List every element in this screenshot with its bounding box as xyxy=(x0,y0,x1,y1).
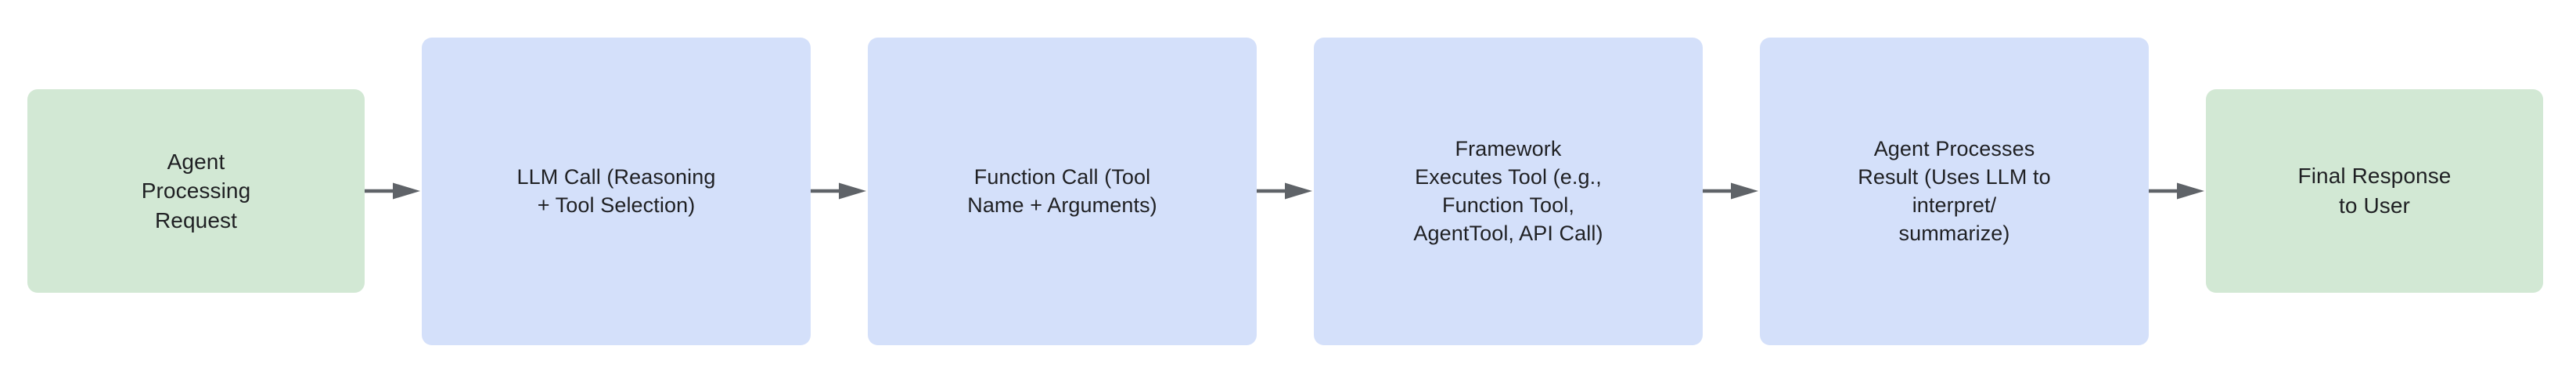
node-function-call[interactable]: Function Call (Tool Name + Arguments) xyxy=(868,37,1257,345)
node-label: Function Call (Tool Name + Arguments) xyxy=(967,164,1157,217)
arrow-connector-2 xyxy=(811,181,868,201)
node-agent-processing-request[interactable]: Agent Processing Request xyxy=(27,89,365,293)
node-label: Final Response to User xyxy=(2297,164,2452,218)
node-agent-processes-result[interactable]: Agent Processes Result (Uses LLM to inte… xyxy=(1760,37,2149,345)
arrow-connector-5 xyxy=(2149,181,2206,201)
arrow-connector-3 xyxy=(1257,181,1314,201)
arrow-connector-4 xyxy=(1703,181,1760,201)
node-framework-executes-tool[interactable]: Framework Executes Tool (e.g., Function … xyxy=(1314,37,1703,345)
node-label: Agent Processes Result (Uses LLM to inte… xyxy=(1858,136,2051,246)
node-final-response-to-user[interactable]: Final Response to User xyxy=(2206,89,2543,293)
node-llm-call[interactable]: LLM Call (Reasoning + Tool Selection) xyxy=(422,37,811,345)
node-label: LLM Call (Reasoning + Tool Selection) xyxy=(516,164,716,217)
node-label: Agent Processing Request xyxy=(141,149,251,232)
arrow-connector-1 xyxy=(365,181,422,201)
node-label: Framework Executes Tool (e.g., Function … xyxy=(1413,136,1603,246)
